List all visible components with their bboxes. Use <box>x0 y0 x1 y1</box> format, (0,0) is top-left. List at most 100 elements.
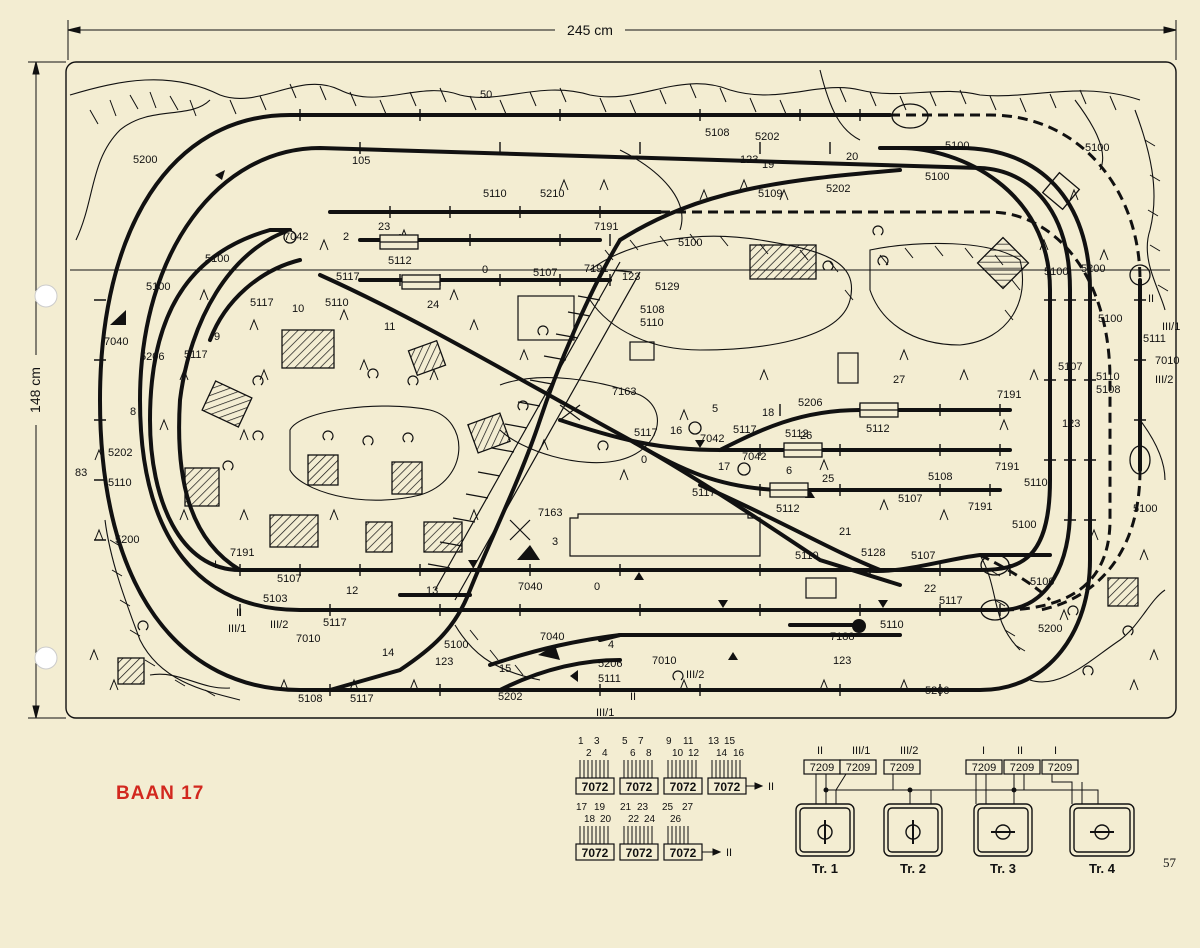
switch-label: II <box>1017 745 1023 757</box>
track-label: 20 <box>846 151 858 163</box>
track-label: 7191 <box>968 501 992 513</box>
track-label: 5100 <box>146 281 170 293</box>
track-label: 5100 <box>925 171 949 183</box>
control-number: 20 <box>600 814 612 825</box>
switch-box-label: 7209 <box>1010 762 1034 774</box>
track-label: 7191 <box>584 263 608 275</box>
control-number: 26 <box>670 814 682 825</box>
track-label: 12 <box>346 585 358 597</box>
transformer-label: Tr. 4 <box>1089 861 1116 876</box>
track-label: 5200 <box>133 154 157 166</box>
track-label: 5129 <box>655 281 679 293</box>
track-label: 5100 <box>945 140 969 152</box>
page-number: 57 <box>1163 855 1176 870</box>
track-label: 5107 <box>533 267 557 279</box>
transformer-label: Tr. 1 <box>812 861 838 876</box>
track-label: 7188 <box>830 631 854 643</box>
track-label: 5100 <box>1085 142 1109 154</box>
control-number: 19 <box>594 802 606 813</box>
control-number: 1 <box>578 736 584 747</box>
switch-box-label: 7209 <box>972 762 996 774</box>
control-number: 10 <box>672 748 684 759</box>
transformer-label: Tr. 2 <box>900 861 926 876</box>
switch-box-label: 7209 <box>1048 762 1072 774</box>
track-label: 7191 <box>995 461 1019 473</box>
height-label: 148 cm <box>27 367 43 413</box>
track-label: 5117 <box>323 617 347 629</box>
tunnel-dashed-tracks <box>660 113 1142 612</box>
track-label: 5108 <box>1096 384 1120 396</box>
decoder-box-label: 7072 <box>582 780 609 794</box>
control-number: 22 <box>628 814 640 825</box>
track-label: 5206 <box>798 397 822 409</box>
decoder-box-label: 7072 <box>582 846 609 860</box>
layout-title: BAAN 17 <box>116 783 205 804</box>
track-label: 17 <box>718 461 730 473</box>
track-label: 5110 <box>880 619 904 631</box>
track-label: 5100 <box>1098 313 1122 325</box>
track-label: 5 <box>712 403 718 415</box>
track-label: 5110 <box>1096 371 1120 383</box>
track-label: 5117 <box>350 693 374 705</box>
track-label: 25 <box>822 473 834 485</box>
track-label: 5107 <box>1058 361 1082 373</box>
track-label: 8 <box>130 406 136 418</box>
switch-label: I <box>982 745 985 757</box>
track-label: 5202 <box>108 447 132 459</box>
control-number: 27 <box>682 802 694 813</box>
track-label: 5206 <box>140 351 164 363</box>
control-number: 15 <box>724 736 736 747</box>
track-label: 18 <box>762 407 774 419</box>
track-label: 7042 <box>700 433 724 445</box>
control-number: 7 <box>638 736 644 747</box>
control-number: 6 <box>630 748 636 759</box>
track-label: 5202 <box>826 183 850 195</box>
track-label: 19 <box>762 159 774 171</box>
track-label: 5112 <box>785 428 809 440</box>
switch-box-label: 7209 <box>890 762 914 774</box>
track-label: 50 <box>480 89 492 101</box>
track-label: 5108 <box>640 304 664 316</box>
control-number: 11 <box>683 736 694 747</box>
track-label: 5110 <box>108 477 132 489</box>
control-number: 24 <box>644 814 656 825</box>
control-number: 21 <box>620 802 632 813</box>
control-output-label: II <box>726 847 732 859</box>
track-label: 0 <box>641 454 647 466</box>
track-label: 6 <box>786 465 792 477</box>
control-number: 9 <box>666 736 672 747</box>
track-label: 123 <box>435 656 453 668</box>
control-number: 12 <box>688 748 700 759</box>
control-number: 13 <box>708 736 720 747</box>
control-number: 16 <box>733 748 745 759</box>
track-label: 5108 <box>705 127 729 139</box>
track-label: 83 <box>75 467 87 479</box>
track-label: 7042 <box>284 231 308 243</box>
roman-label: III/1 <box>1162 321 1180 333</box>
control-number: 4 <box>602 748 608 759</box>
track-label: 5117 <box>634 427 658 439</box>
control-output-label: II <box>768 781 774 793</box>
switch-label: III/2 <box>900 745 918 757</box>
roman-label: III/1 <box>228 623 246 635</box>
track-label: 21 <box>839 526 851 538</box>
track-label: 5107 <box>911 550 935 562</box>
decoder-box-label: 7072 <box>670 846 697 860</box>
control-number: 8 <box>646 748 652 759</box>
control-number: 2 <box>586 748 592 759</box>
tree-marks <box>89 178 1159 691</box>
track-label: 5110 <box>640 317 664 329</box>
control-schematic-group2: 17 19 18 20 21 23 22 24 25 27 26 7072 70… <box>575 802 732 861</box>
track-label: 5107 <box>277 573 301 585</box>
track-label: 5200 <box>115 534 139 546</box>
control-number: 17 <box>576 802 588 813</box>
track-label: 3 <box>552 536 558 548</box>
track-label: 5109 <box>758 188 782 200</box>
track-label: 5117 <box>733 424 757 436</box>
track-label: 26 <box>800 430 812 442</box>
track-label: 14 <box>382 647 394 659</box>
track-label: 7040 <box>518 581 542 593</box>
binder-hole-bottom <box>34 646 58 670</box>
track-label: 0 <box>594 581 600 593</box>
